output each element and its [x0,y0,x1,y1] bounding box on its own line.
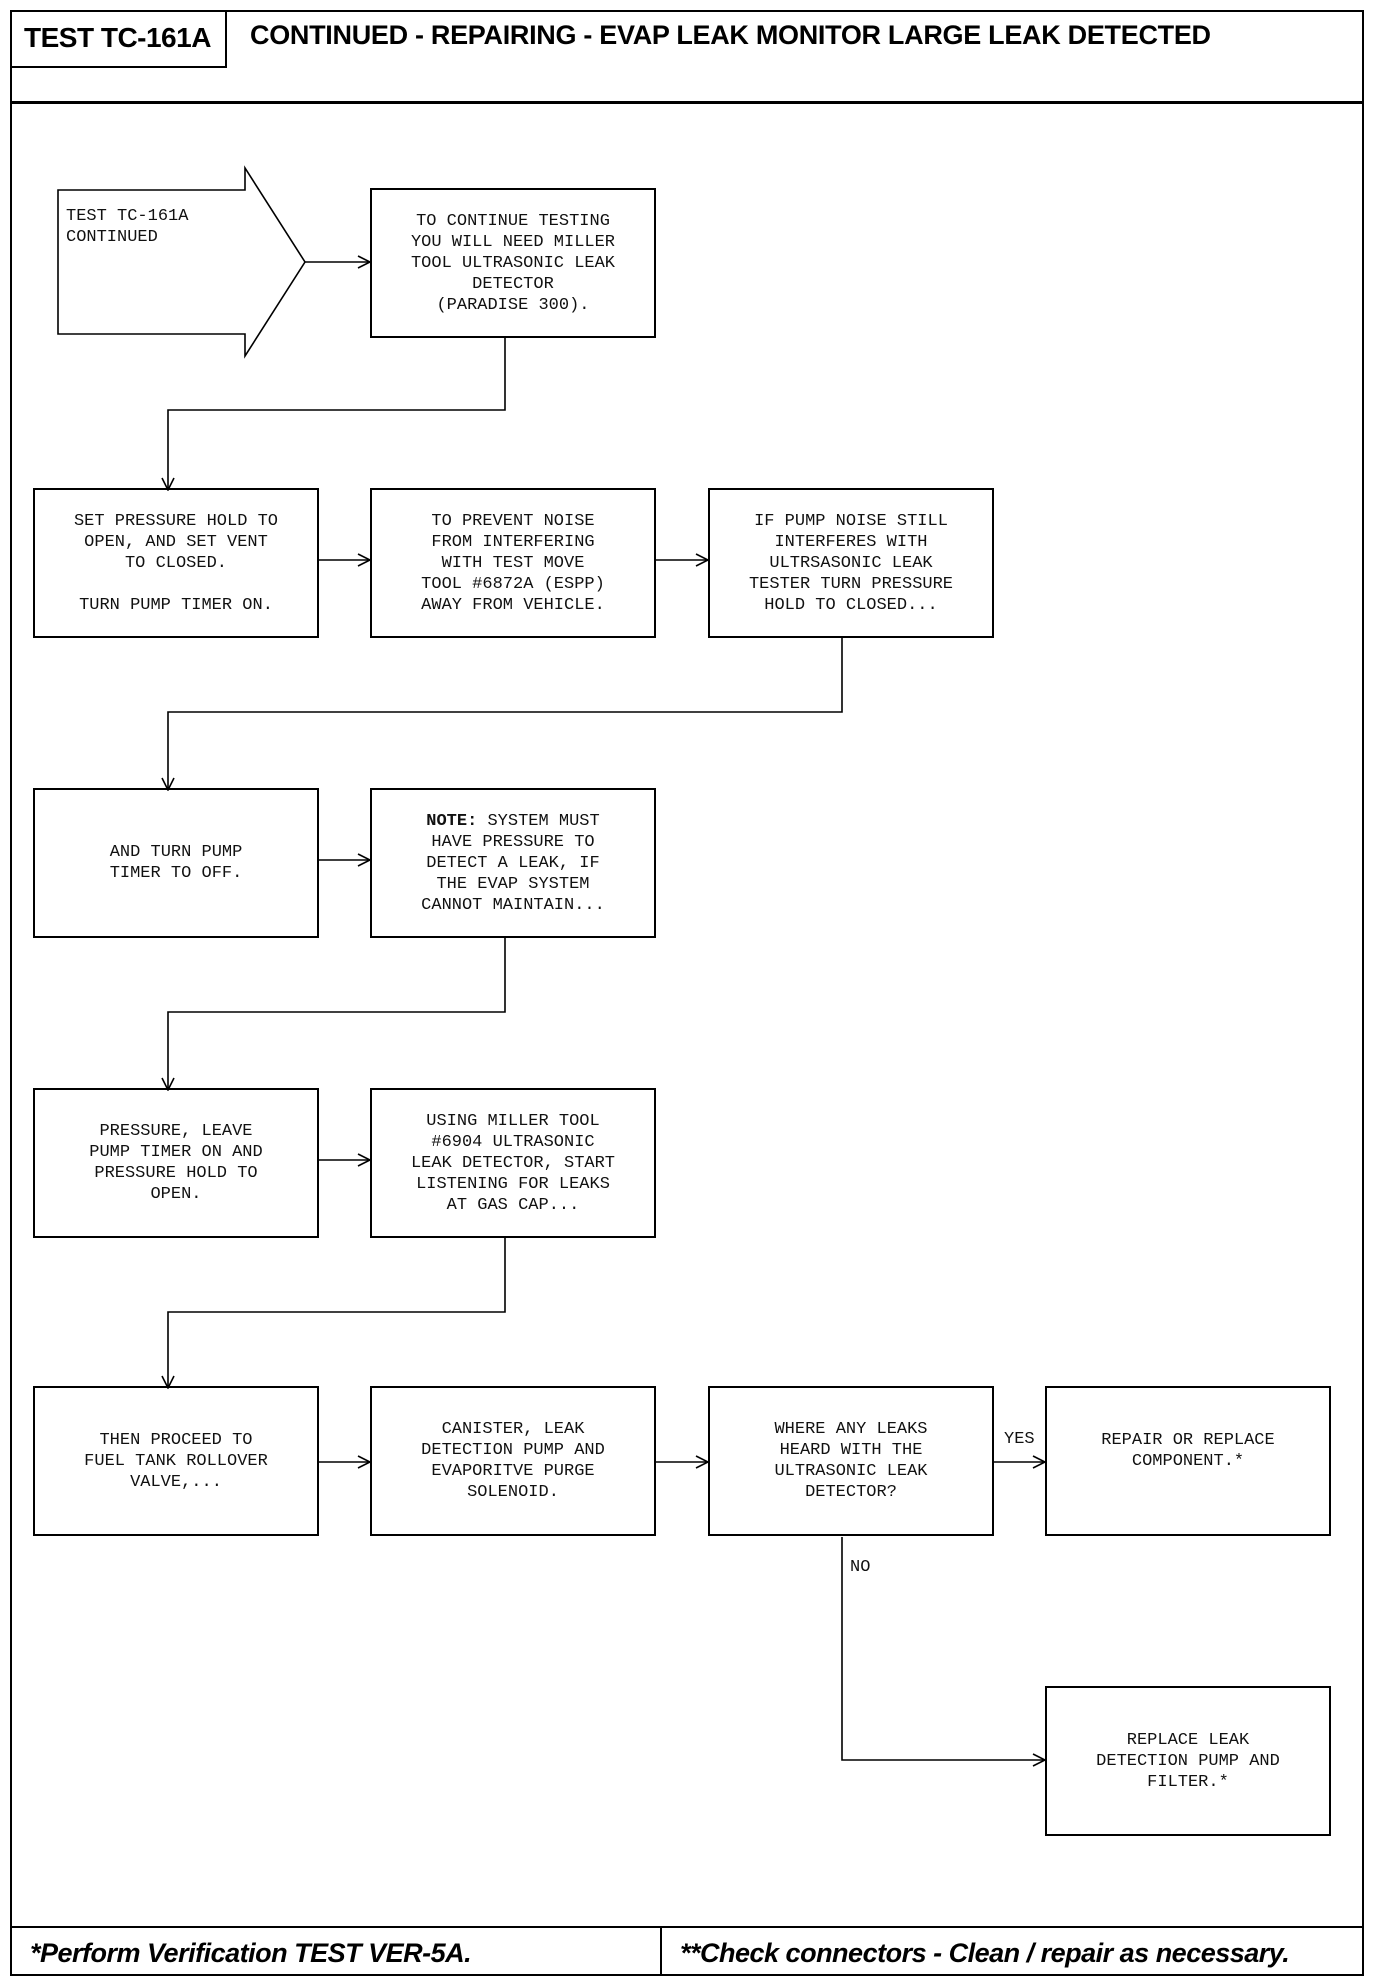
start-arrow-shape [57,165,306,359]
start-label: TEST TC-161A CONTINUED [66,207,189,247]
result-yes-box: REPAIR OR REPLACE COMPONENT.* [1045,1386,1331,1536]
connector-step1-step2 [168,338,506,490]
connector-step8-step9 [168,1237,506,1388]
yes-label: YES [1004,1430,1035,1449]
note-label: NOTE: [426,811,478,831]
connector-decision-no [841,1537,1045,1760]
step-10-box: CANISTER, LEAK DETECTION PUMP AND EVAPOR… [370,1386,656,1536]
connector-step4-step5 [168,637,843,790]
step-9-box: THEN PROCEED TO FUEL TANK ROLLOVER VALVE… [33,1386,319,1536]
step-6-box: NOTE: SYSTEM MUST HAVE PRESSURE TO DETEC… [370,788,656,938]
connector-step6-step7 [168,937,506,1090]
step-3-box: TO PREVENT NOISE FROM INTERFERING WITH T… [370,488,656,638]
footer-divider [660,1928,662,1976]
step-5-box: AND TURN PUMP TIMER TO OFF. [33,788,319,938]
step-2-box: SET PRESSURE HOLD TO OPEN, AND SET VENT … [33,488,319,638]
result-no-box: REPLACE LEAK DETECTION PUMP AND FILTER.* [1045,1686,1331,1836]
page-title: CONTINUED - REPAIRING - EVAP LEAK MONITO… [250,20,1211,50]
step-4-box: IF PUMP NOISE STILL INTERFERES WITH ULTR… [708,488,994,638]
decision-box: WHERE ANY LEAKS HEARD WITH THE ULTRASONI… [708,1386,994,1536]
step-8-box: USING MILLER TOOL #6904 ULTRASONIC LEAK … [370,1088,656,1238]
header: TEST TC-161A CONTINUED - REPAIRING - EVA… [10,10,1364,104]
no-label: NO [850,1558,871,1577]
step-7-box: PRESSURE, LEAVE PUMP TIMER ON AND PRESSU… [33,1088,319,1238]
page-border [10,10,1364,1976]
step-1-box: TO CONTINUE TESTING YOU WILL NEED MILLER… [370,188,656,338]
note-text: SYSTEM MUST HAVE PRESSURE TO DETECT A LE… [421,811,605,915]
footer: *Perform Verification TEST VER-5A. **Che… [10,1926,1364,1976]
connector-note: **Check connectors - Clean / repair as n… [680,1938,1290,1968]
test-id-label: TEST TC-161A [10,10,227,68]
verification-note: *Perform Verification TEST VER-5A. [30,1938,472,1968]
